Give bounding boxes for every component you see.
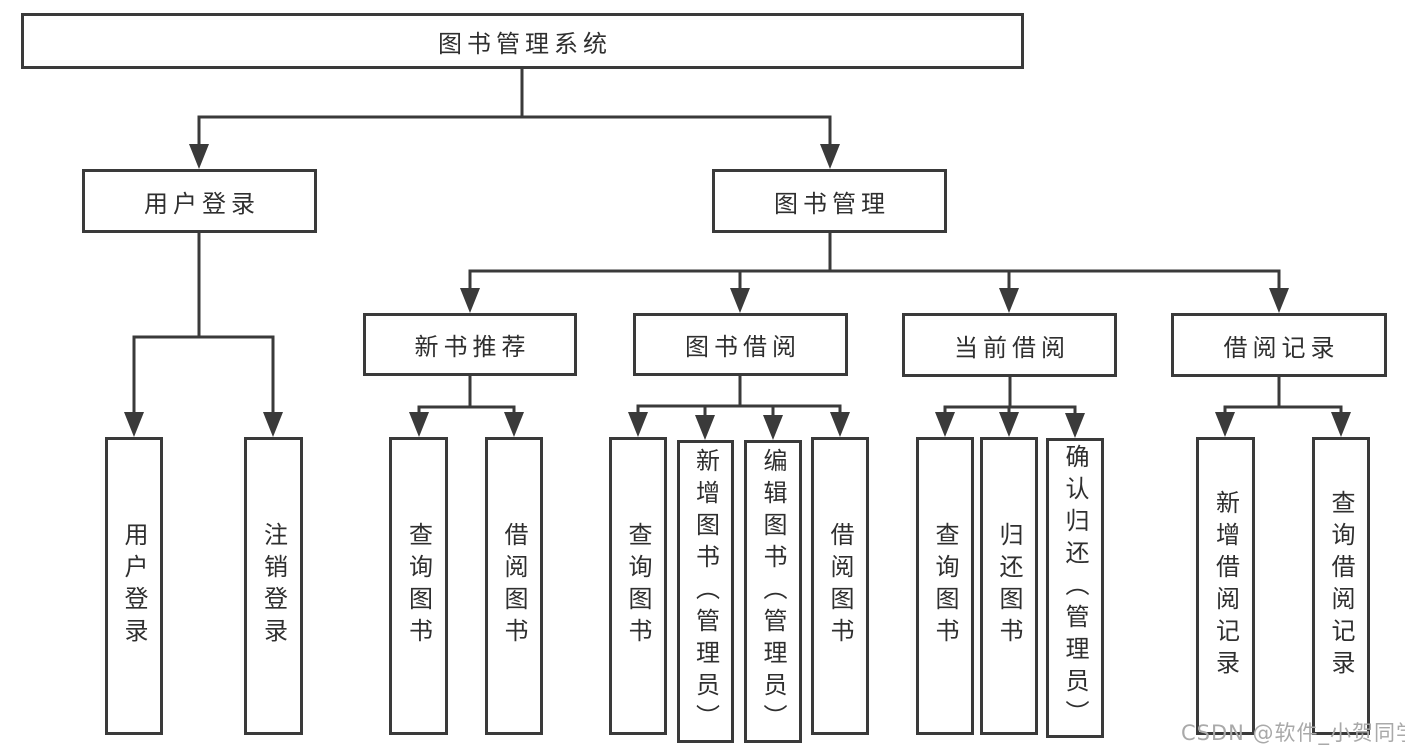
- node-book-borrow-label: 图书借阅: [685, 333, 801, 361]
- edge-book-mgmt-to-children: [468, 233, 1281, 295]
- edge-book-borrow-to-children: [636, 376, 842, 425]
- leaf-confirm-return-admin: 确认归还（管理员）: [1046, 438, 1104, 738]
- arrowhead: [460, 288, 480, 313]
- arrowhead: [409, 412, 429, 437]
- leaf-logout-label: 注销登录: [259, 522, 288, 650]
- arrowhead: [999, 288, 1019, 313]
- node-current-borrow: 当前借阅: [902, 313, 1117, 377]
- node-borrow-record-label: 借阅记录: [1223, 333, 1340, 362]
- leaf-add-book-admin-label: 新增图书（管理员）: [691, 447, 720, 736]
- leaf-borrow-book-recommend-label: 借阅图书: [500, 522, 528, 650]
- leaf-query-book-recommend: 查询图书: [389, 437, 448, 735]
- arrowhead: [124, 412, 144, 437]
- leaf-query-book-current: 查询图书: [916, 437, 974, 735]
- leaf-return-book: 归还图书: [980, 437, 1038, 735]
- leaf-query-book-current-label: 查询图书: [931, 522, 959, 650]
- leaf-user-login: 用户登录: [105, 437, 163, 735]
- node-root: 图书管理系统: [21, 13, 1024, 69]
- node-new-book-recommend-label: 新书推荐: [414, 333, 531, 361]
- leaf-logout: 注销登录: [244, 437, 303, 735]
- arrowhead: [628, 412, 648, 437]
- leaf-borrow-book-label: 借阅图书: [826, 522, 854, 650]
- leaf-query-book-borrow: 查询图书: [609, 437, 667, 735]
- edge-root-to-level2: [197, 69, 832, 150]
- arrowheads: [124, 144, 1351, 440]
- arrowhead: [999, 412, 1019, 437]
- leaf-add-book-admin: 新增图书（管理员）: [677, 440, 734, 743]
- arrowhead: [695, 415, 715, 440]
- leaf-return-book-label: 归还图书: [995, 522, 1023, 650]
- leaf-edit-book-admin: 编辑图书（管理员）: [744, 440, 802, 743]
- node-book-borrow: 图书借阅: [633, 313, 848, 376]
- arrowhead: [763, 415, 783, 440]
- edge-user-login-to-children: [132, 232, 275, 418]
- arrowhead: [935, 412, 955, 437]
- node-new-book-recommend: 新书推荐: [363, 313, 577, 376]
- arrowhead: [1215, 412, 1235, 437]
- leaf-add-borrow-record-label: 新增借阅记录: [1211, 490, 1240, 682]
- node-current-borrow-label: 当前借阅: [954, 333, 1070, 362]
- tree-edges: [132, 69, 1343, 425]
- node-user-login-label: 用户登录: [144, 189, 260, 218]
- edge-new-book-to-children: [417, 376, 516, 422]
- leaf-query-borrow-record: 查询借阅记录: [1312, 437, 1370, 735]
- arrowhead: [263, 412, 283, 437]
- node-book-management-label: 图书管理: [774, 189, 890, 218]
- arrowhead: [830, 412, 850, 437]
- node-book-management: 图书管理: [712, 169, 947, 233]
- node-user-login: 用户登录: [82, 169, 317, 233]
- edge-borrow-record-to-children: [1223, 377, 1343, 422]
- arrowhead: [1331, 412, 1351, 437]
- arrowhead: [1065, 413, 1085, 438]
- arrowhead: [730, 288, 750, 313]
- leaf-confirm-return-admin-label: 确认归还（管理员）: [1061, 444, 1089, 732]
- csdn-watermark: CSDN @软件_小贺同学: [1181, 721, 1405, 745]
- leaf-query-borrow-record-label: 查询借阅记录: [1327, 490, 1355, 682]
- leaf-edit-book-admin-label: 编辑图书（管理员）: [759, 447, 787, 736]
- leaf-borrow-book-recommend: 借阅图书: [485, 437, 543, 735]
- leaf-query-book-borrow-label: 查询图书: [624, 522, 652, 650]
- leaf-user-login-label: 用户登录: [120, 522, 148, 650]
- leaf-borrow-book: 借阅图书: [811, 437, 869, 735]
- arrowhead: [189, 144, 209, 169]
- node-root-label: 图书管理系统: [438, 29, 612, 58]
- leaf-add-borrow-record: 新增借阅记录: [1196, 437, 1255, 735]
- arrowhead: [820, 144, 840, 169]
- arrowhead: [1269, 288, 1289, 313]
- arrowhead: [504, 412, 524, 437]
- node-borrow-record: 借阅记录: [1171, 313, 1387, 377]
- leaf-query-book-recommend-label: 查询图书: [404, 522, 433, 650]
